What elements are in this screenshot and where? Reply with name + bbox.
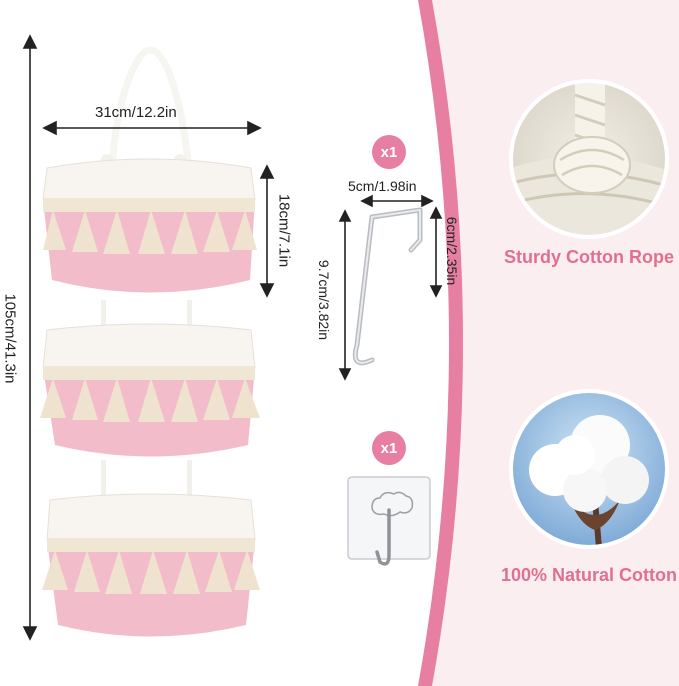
hook-depth-dimension-label: 6cm/2.35in xyxy=(444,216,460,286)
feature-natural-cotton: 100% Natural Cotton xyxy=(500,565,678,585)
hanging-baskets-illustration xyxy=(40,46,260,637)
dimension-arrows xyxy=(22,34,443,641)
adhesive-quantity-badge: x1 xyxy=(372,431,406,465)
feature-sturdy-cotton-rope: Sturdy Cotton Rope xyxy=(504,247,674,267)
hook-height-dimension-label: 9.7cm/3.82in xyxy=(316,259,332,341)
over-door-hook xyxy=(352,207,423,366)
width-dimension-label: 31cm/12.2in xyxy=(95,104,177,121)
adhesive-hook xyxy=(347,476,431,566)
basket-middle xyxy=(40,323,260,457)
basket-top xyxy=(42,158,257,293)
cotton-boll-image xyxy=(509,389,669,549)
basket-height-dimension-label: 18cm/7.1in xyxy=(275,193,293,268)
hook-quantity-badge: x1 xyxy=(372,135,406,169)
basket-bottom xyxy=(42,493,260,637)
rope-closeup-image xyxy=(509,79,669,239)
total-height-dimension-label: 105cm/41.3in xyxy=(1,293,19,384)
hook-width-dimension-label: 5cm/1.98in xyxy=(348,178,417,194)
